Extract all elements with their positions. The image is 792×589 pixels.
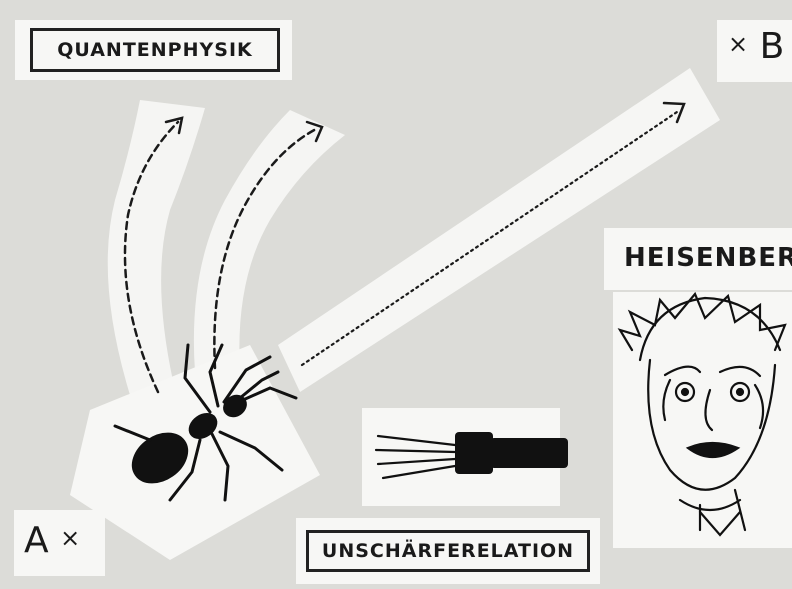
quantenphysik-text: QUANTENPHYSIK (57, 39, 253, 61)
point-b-text: B (760, 26, 785, 67)
point-a-text: A (24, 520, 49, 561)
heisenberg-label: HEISENBERG (624, 243, 792, 273)
cross-mark: × (60, 524, 80, 552)
unschaerferelation-text: UNSCHÄRFERELATION (322, 540, 574, 562)
unschaerferelation-label: UNSCHÄRFERELATION (306, 530, 590, 572)
cross-mark: × (728, 30, 748, 58)
point-a-label: A × (24, 520, 80, 561)
heisenberg-text: HEISENBERG (624, 243, 792, 273)
point-b-label: × B (728, 26, 784, 67)
quantenphysik-label: QUANTENPHYSIK (30, 28, 280, 72)
